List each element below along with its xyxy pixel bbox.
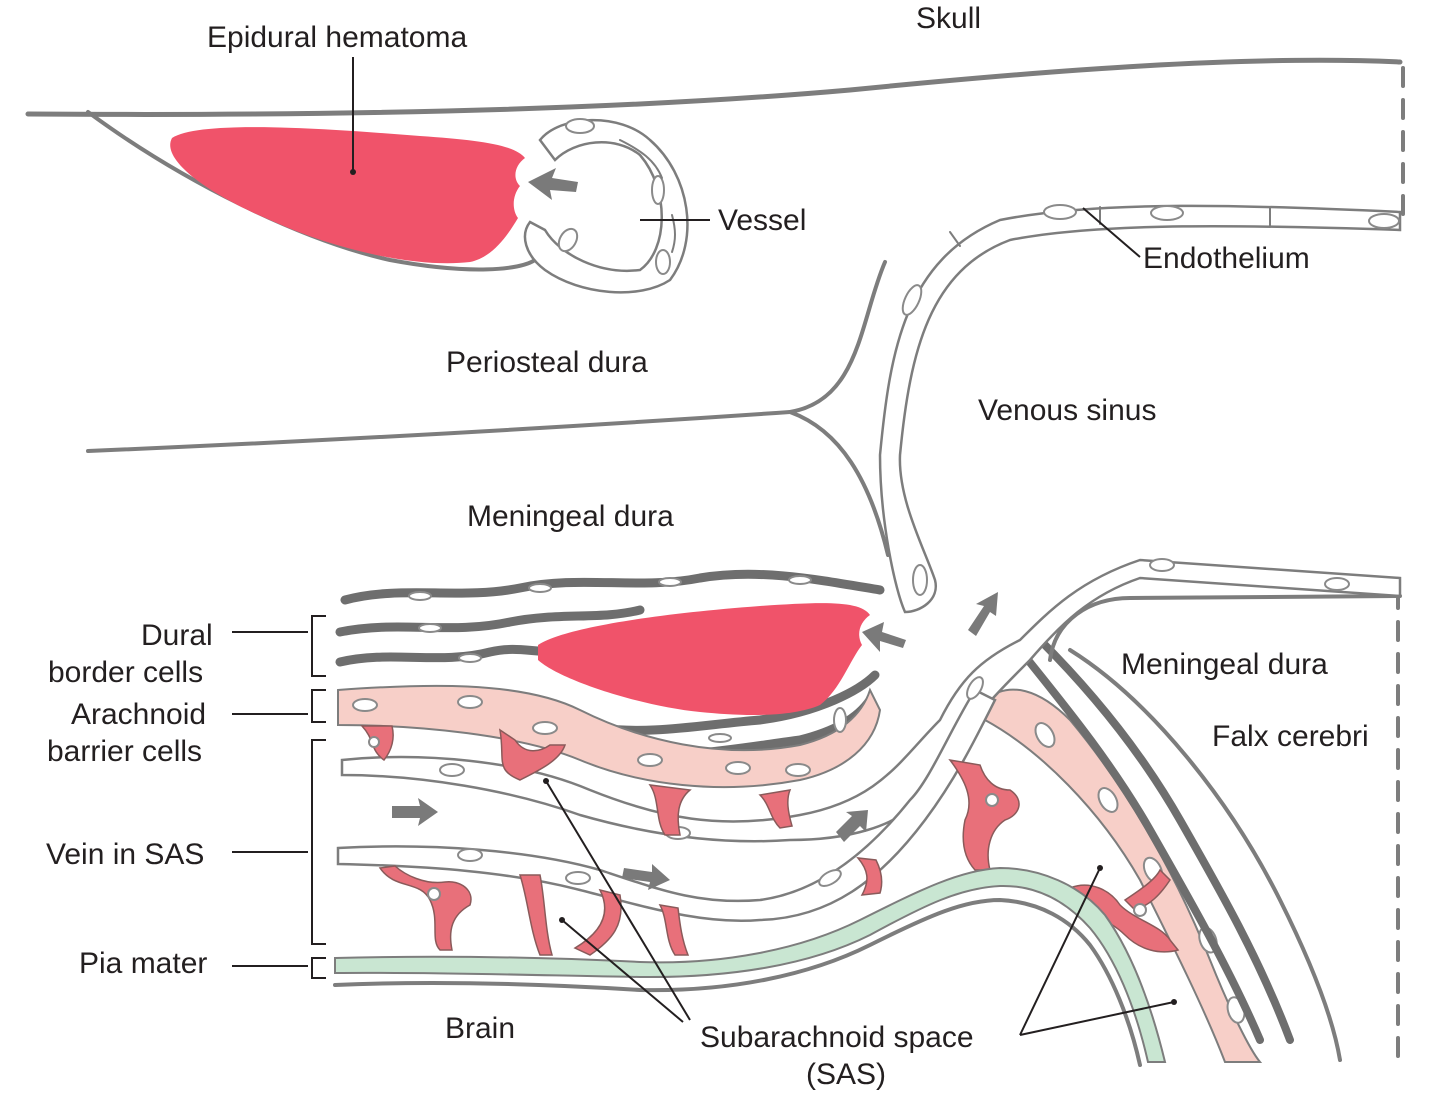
bracket-dural-border: [311, 615, 326, 677]
skull-layer: [25, 57, 1405, 1067]
vessel: [523, 118, 689, 294]
label-subarachnoid-space-2: (SAS): [806, 1058, 886, 1091]
arachnoid-barrier-layer: [337, 684, 882, 789]
arachnoid-nuclei: [352, 695, 847, 777]
arrow-vessel-leak: [528, 168, 578, 200]
arrow-sinus-leak: [862, 622, 906, 652]
falx-dural-border-cells: [1016, 636, 1294, 1044]
leader-dot-epidural: [350, 169, 356, 175]
label-arachnoid-barrier-cells-1: Arachnoid: [71, 698, 206, 731]
leader-endothelium: [1082, 207, 1141, 258]
label-endothelium: Endothelium: [1143, 242, 1310, 275]
label-vein-in-sas: Vein in SAS: [46, 838, 204, 871]
label-skull: Skull: [916, 2, 981, 35]
venous-sinus-wall: [878, 204, 1402, 614]
flow-arrows: [392, 592, 998, 890]
label-arachnoid-barrier-cells-2: barrier cells: [47, 735, 202, 768]
periosteal-dura: [86, 110, 890, 557]
flow-arrow-4: [968, 592, 998, 636]
label-falx-cerebri: Falx cerebri: [1212, 720, 1369, 753]
label-dural-border-cells-1: Dural: [141, 619, 213, 652]
falx-meningeal-dura: [1048, 594, 1402, 662]
label-dural-border-cells-2: border cells: [48, 656, 203, 689]
bracket-arachnoid-barrier: [311, 689, 326, 723]
pia-mater: [334, 866, 1167, 1063]
bracket-vein-in-sas: [311, 739, 326, 945]
label-brain: Brain: [445, 1012, 515, 1045]
flow-arrow-2: [622, 864, 670, 890]
flow-arrow-1: [392, 798, 438, 826]
label-meningeal-dura-top: Meningeal dura: [467, 500, 674, 533]
falx-cerebri-edge: [1068, 648, 1342, 1062]
flow-arrow-3: [836, 810, 868, 842]
epidural-hematoma: [170, 127, 525, 264]
bracket-pia-mater: [311, 957, 326, 979]
label-subarachnoid-space-1: Subarachnoid space: [700, 1021, 974, 1054]
label-venous-sinus: Venous sinus: [978, 394, 1156, 427]
brain-surface: [333, 898, 1142, 1067]
label-vessel: Vessel: [718, 204, 806, 237]
label-pia-mater: Pia mater: [79, 947, 207, 980]
subdural-hematoma: [538, 603, 870, 716]
label-epidural-hematoma: Epidural hematoma: [207, 21, 467, 54]
label-periosteal-dura: Periosteal dura: [446, 346, 648, 379]
leaders-sas: [543, 778, 1177, 1036]
label-meningeal-dura-right: Meningeal dura: [1121, 648, 1328, 681]
dural-border-nuclei: [408, 575, 812, 743]
falx-arachnoid-layer: [984, 688, 1263, 1063]
trabeculae-nuclei: [368, 736, 1147, 917]
